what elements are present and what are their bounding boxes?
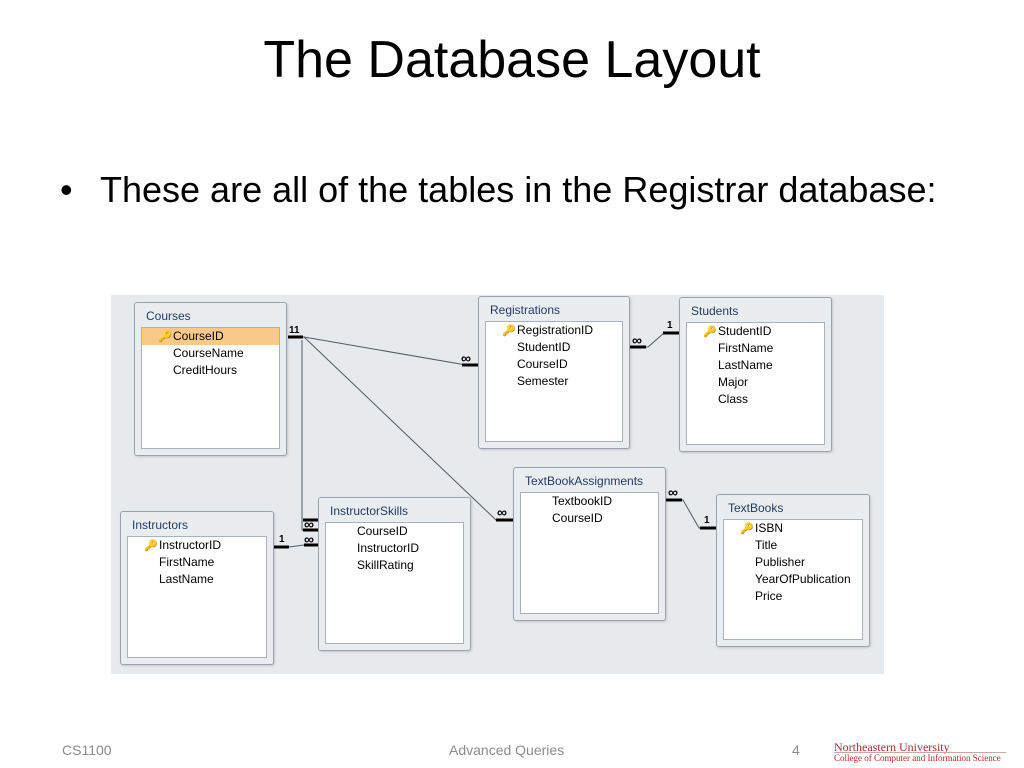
key-icon: 🔑 [502,325,516,337]
field-row[interactable]: 🔑ISBN [724,520,862,537]
table-students[interactable]: Students 🔑StudentID FirstName LastName M… [679,297,832,452]
field-row[interactable]: FirstName [159,555,215,569]
footer-topic: Advanced Queries [449,742,565,758]
field-row[interactable]: CourseID [517,357,568,371]
table-instructorskills[interactable]: InstructorSkills CourseID InstructorID S… [318,497,471,651]
key-icon: 🔑 [158,331,172,343]
key-icon: 🔑 [144,540,158,552]
label-instructors-one: 1 [279,534,285,545]
relationship-courses-instructorskills [301,340,319,531]
field-row[interactable]: Title [755,538,778,552]
table-title[interactable]: Instructors [132,518,189,532]
key-icon: 🔑 [703,326,717,338]
field-row[interactable]: FirstName [718,341,774,355]
label-courses-one: 11 [289,325,300,336]
field-row[interactable]: Price [755,589,783,603]
field-row[interactable]: LastName [159,572,214,586]
field-row[interactable]: CourseName [173,346,244,360]
field-row[interactable]: SkillRating [357,558,414,572]
table-title[interactable]: TextBookAssignments [525,474,644,488]
field-list: 🔑CourseID CourseName CreditHours [141,327,280,449]
slide-title: The Database Layout [263,31,761,89]
label-instructorskills-many-top: ∞ [304,516,314,532]
field-list: CourseID InstructorID SkillRating [325,522,464,644]
field-row[interactable]: CourseID [552,511,603,525]
table-registrations[interactable]: Registrations 🔑RegistrationID StudentID … [478,296,630,449]
label-registrations-many: ∞ [461,350,471,366]
label-textbookassignments-many-right: ∞ [668,484,678,500]
field-row[interactable]: YearOfPublication [755,572,851,586]
field-list: TextbookID CourseID [520,492,659,614]
footer-course-code: CS1100 [62,742,112,758]
field-list: 🔑InstructorID FirstName LastName [127,536,267,658]
relationships-canvas: 11 ∞ ∞ 1 ∞ ∞ 1 ∞ ∞ 1 Courses 🔑CourseID C… [111,295,884,674]
university-logo: Northeastern University College of Compu… [834,741,1006,765]
relationship-courses-registrations [288,336,478,366]
field-row[interactable]: LastName [718,358,773,372]
bullet-point: • These are all of the tables in the Reg… [60,165,940,215]
field-list: 🔑ISBN Title Publisher YearOfPublication … [723,519,863,640]
label-students-one: 1 [667,320,673,331]
field-row[interactable]: Class [718,392,749,406]
field-row[interactable]: Publisher [755,555,806,569]
label-instructorskills-many-bottom: ∞ [304,531,314,547]
field-row[interactable]: 🔑InstructorID [128,537,266,554]
table-textbooks[interactable]: TextBooks 🔑ISBN Title Publisher YearOfPu… [716,494,870,647]
table-title[interactable]: TextBooks [728,501,784,515]
field-row[interactable]: 🔑RegistrationID [486,322,622,339]
field-row[interactable]: TextbookID [552,494,613,508]
label-textbooks-one: 1 [704,515,710,526]
table-courses[interactable]: Courses 🔑CourseID CourseName CreditHours [134,302,287,456]
bullet-icon: • [60,169,73,210]
table-title[interactable]: Courses [146,309,191,323]
field-row[interactable]: CreditHours [173,363,238,377]
field-row[interactable]: Semester [517,374,569,388]
bullet-text: These are all of the tables in the Regis… [100,169,937,210]
field-row[interactable]: 🔑StudentID [687,323,824,340]
field-row[interactable]: InstructorID [357,541,420,555]
field-list: 🔑StudentID FirstName LastName Major Clas… [686,322,825,445]
field-row[interactable]: 🔑CourseID [142,328,279,345]
table-textbookassignments[interactable]: TextBookAssignments TextbookID CourseID [513,467,666,621]
label-registrations-students-many: ∞ [632,332,642,348]
field-list: 🔑RegistrationID StudentID CourseID Semes… [485,321,623,442]
table-instructors[interactable]: Instructors 🔑InstructorID FirstName Last… [120,511,274,665]
logo-subtitle: College of Computer and Information Scie… [834,753,1001,763]
footer-page-number: 4 [792,742,800,758]
key-icon: 🔑 [740,523,754,535]
table-title[interactable]: Students [691,304,739,318]
relationship-lines [273,331,716,549]
field-row[interactable]: Major [718,375,749,389]
label-textbookassignments-many-left: ∞ [497,504,507,520]
table-title[interactable]: InstructorSkills [330,504,409,518]
logo-divider [834,752,1006,753]
field-row[interactable]: StudentID [517,340,571,354]
logo-name: Northeastern University [834,740,950,754]
field-row[interactable]: CourseID [357,524,408,538]
table-title[interactable]: Registrations [490,303,561,317]
